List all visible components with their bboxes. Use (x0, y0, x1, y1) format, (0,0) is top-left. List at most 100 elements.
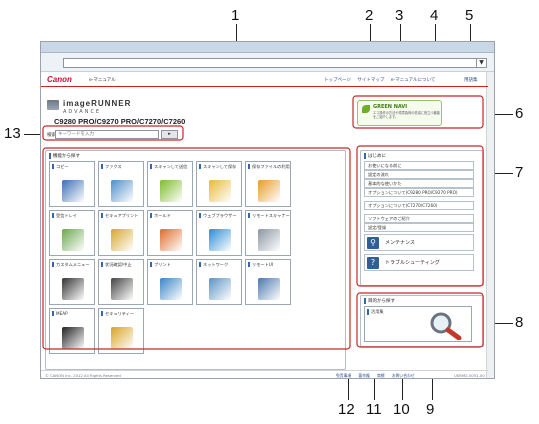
leader-line-10 (402, 372, 403, 400)
callout-12: 12 (338, 401, 355, 418)
getting-started-item[interactable]: 設定/登録 (364, 223, 474, 232)
print-icon (160, 278, 182, 300)
custom-menu-icon (62, 278, 84, 300)
function-tile[interactable]: ファクス (98, 161, 144, 207)
copy-icon (62, 180, 84, 202)
network-icon (209, 278, 231, 300)
getting-started-item[interactable]: お使いになる前に (364, 161, 474, 170)
page-header: Canon e-マニュアル トップページ サイトマップ e-マニュアルについて … (41, 73, 488, 87)
copyright-link[interactable]: 著作権 (358, 373, 370, 378)
function-tile-label: ウェブブラウザー (199, 213, 241, 218)
function-tile[interactable]: プリント (147, 259, 193, 305)
getting-started-big-label: トラブルシューティング (385, 260, 440, 266)
maintenance-icon: ⚲ (367, 237, 379, 249)
function-panel: 機能から探す コピーファクス スキャンして送信 スキャンして保存 保存ファイルの利用受… (45, 150, 346, 370)
getting-started-item[interactable]: オプションについて(C9280 PRO/C9270 PRO) (364, 188, 474, 197)
getting-started-big-label: メンテナンス (385, 240, 415, 246)
function-panel-title: 機能から探す (49, 153, 80, 159)
getting-started-big-item[interactable]: ?トラブルシューティング (364, 254, 474, 271)
green-navi-banner[interactable]: GREEN NAVI エコ操作の方法や環境負荷の低減に役立つ機能をご紹介します。 (357, 100, 442, 126)
product-models: C9280 PRO/C9270 PRO/C7270/C7260 (54, 117, 186, 126)
site-map-link[interactable]: サイトマップ (357, 78, 385, 83)
callout-10: 10 (393, 401, 410, 418)
hold-icon (160, 229, 182, 251)
callout-11: 11 (366, 401, 382, 418)
copyright-text: © CANON Inc. 2012 All Rights Reserved (45, 373, 121, 378)
function-tile-label: ホールド (150, 213, 192, 218)
vertical-scrollbar[interactable] (486, 72, 494, 378)
function-tile[interactable]: 状況確認/中止 (98, 259, 144, 305)
getting-started-item[interactable]: ソフトウェアのご紹介 (364, 214, 474, 223)
function-tile-label: リモートスキャナー (248, 213, 290, 218)
function-tile-label: ネットワーク (199, 262, 241, 267)
top-links: トップページ サイトマップ e-マニュアルについて (324, 77, 440, 83)
canon-logo[interactable]: Canon (47, 75, 72, 84)
function-tile[interactable]: スキャンして送信 (147, 161, 193, 207)
about-manual-link[interactable]: e-マニュアルについて (390, 78, 436, 83)
leader-line-7 (483, 173, 513, 174)
function-tile-label: 保存ファイルの利用 (248, 164, 290, 169)
footer-links: 免責事項 著作権 商標 お問い合わせ (336, 373, 421, 378)
status-monitor-icon (111, 278, 133, 300)
function-tile-label: セキュリティー (101, 311, 143, 316)
function-tile[interactable]: セキュアプリント (98, 210, 144, 256)
function-tile[interactable]: リモートUI (245, 259, 291, 305)
examples-tile-label: 活用集 (367, 309, 384, 315)
magnifier-icon (430, 312, 462, 340)
glossary-link[interactable]: 用語集 (464, 78, 478, 83)
search-input[interactable] (55, 130, 159, 139)
product-brand-sub: ADVANCE (63, 109, 102, 115)
function-tile-label: プリント (150, 262, 192, 267)
disclaimer-link[interactable]: 免責事項 (336, 373, 352, 378)
security-lock-icon (111, 327, 133, 349)
function-tile[interactable]: リモートスキャナー (245, 210, 291, 256)
function-tile[interactable]: ウェブブラウザー (196, 210, 242, 256)
top-page-link[interactable]: トップページ (324, 78, 351, 83)
callout-2: 2 (365, 7, 374, 24)
getting-started-panel: はじめに お使いになる前に設定の流れ基本的な使いかたオプションについて(C928… (360, 150, 484, 286)
callout-6: 6 (515, 105, 524, 122)
product-icon (47, 100, 59, 110)
browser-window: ▼ Canon e-マニュアル トップページ サイトマップ e-マニュアルについ… (40, 41, 495, 379)
function-tile[interactable]: 受信トレイ (49, 210, 95, 256)
contact-link[interactable]: お問い合わせ (391, 373, 415, 378)
leader-line-9 (432, 372, 433, 400)
function-tile-label: スキャンして送信 (150, 164, 192, 169)
window-title-bar (41, 42, 494, 53)
green-navi-title: GREEN NAVI (373, 104, 408, 110)
function-tile-label: リモートUI (248, 262, 290, 267)
page-footer: © CANON Inc. 2012 All Rights Reserved 免責… (41, 370, 488, 378)
callout-3: 3 (395, 7, 404, 24)
function-tile[interactable]: コピー (49, 161, 95, 207)
callout-8: 8 (515, 314, 524, 331)
address-bar[interactable]: ▼ (63, 58, 487, 68)
getting-started-item[interactable]: 基本的な使いかた (364, 179, 474, 188)
getting-started-big-item[interactable]: ⚲ メンテナンス (364, 234, 474, 251)
function-tile-label: セキュアプリント (101, 213, 143, 218)
function-tile[interactable]: カスタムメニュー (49, 259, 95, 305)
function-tile[interactable]: 保存ファイルの利用 (245, 161, 291, 207)
function-tile[interactable]: ネットワーク (196, 259, 242, 305)
callout-4: 4 (430, 7, 439, 24)
examples-tile[interactable]: 活用集 (364, 306, 472, 342)
leader-line-6 (483, 114, 513, 115)
web-browser-icon (209, 229, 231, 251)
trademark-link[interactable]: 商標 (377, 373, 385, 378)
getting-started-item[interactable]: 設定の流れ (364, 170, 474, 179)
search-button[interactable]: ▸ (161, 130, 178, 139)
function-tile-label: スキャンして保存 (199, 164, 241, 169)
callout-13: 13 (4, 125, 21, 142)
remote-ui-icon (258, 278, 280, 300)
document-code: USRM2-5051-00 (454, 373, 485, 378)
remote-scanner-icon (258, 229, 280, 251)
function-tile[interactable]: セキュリティー (98, 308, 144, 354)
address-dropdown-icon[interactable]: ▼ (476, 59, 486, 67)
stored-file-icon (258, 180, 280, 202)
function-tile[interactable]: ホールド (147, 210, 193, 256)
function-tile-label: カスタムメニュー (52, 262, 94, 267)
scan-send-icon (160, 180, 182, 202)
getting-started-item[interactable]: オプションについて(C7270/C7260) (364, 201, 474, 210)
function-tile[interactable]: MEAP (49, 308, 95, 354)
getting-started-title: はじめに (364, 153, 386, 159)
function-tile[interactable]: スキャンして保存 (196, 161, 242, 207)
